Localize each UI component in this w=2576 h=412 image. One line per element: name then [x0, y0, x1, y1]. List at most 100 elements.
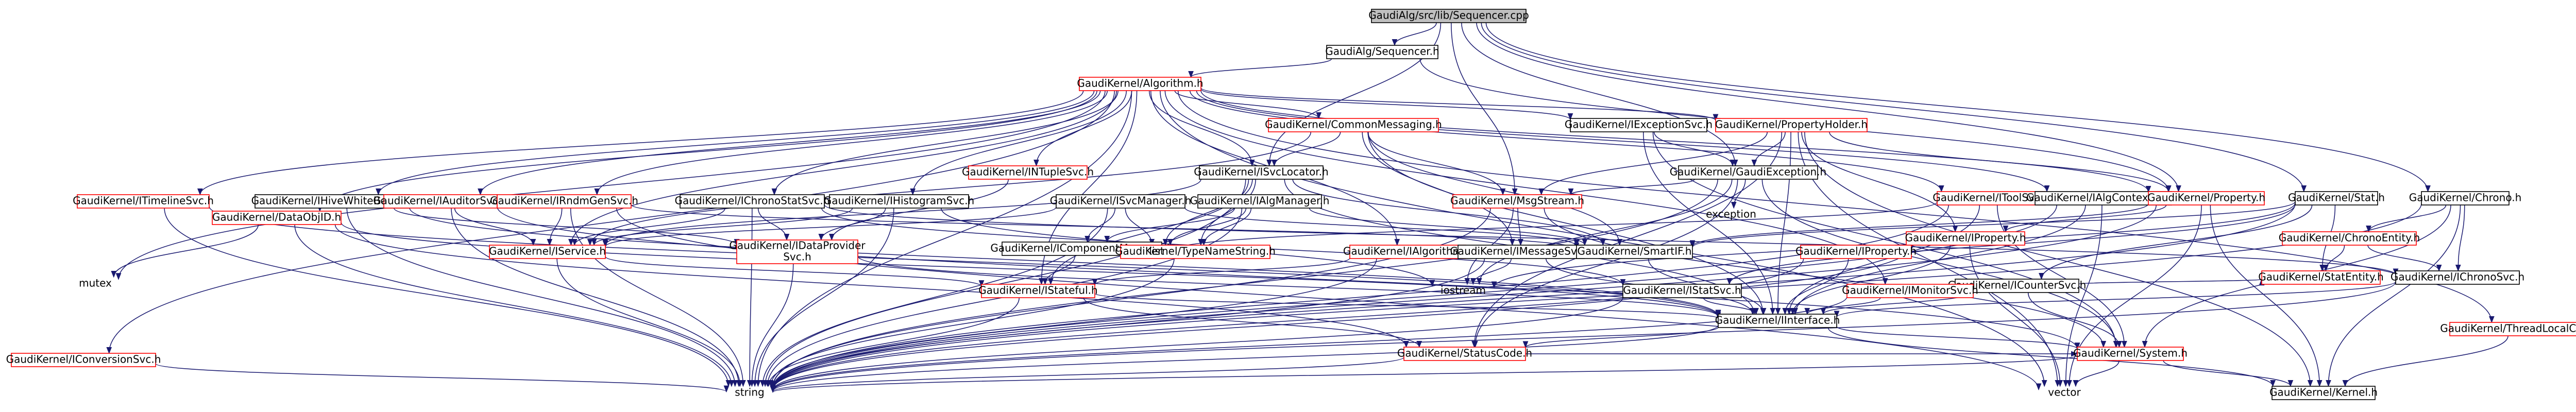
node-iostream: iostream	[1440, 284, 1486, 297]
node-iproperty[interactable]: GaudiKernel/IProperty.h	[1905, 231, 2026, 246]
node-box-threadlocal	[2449, 322, 2576, 336]
node-idataobj[interactable]: GaudiKernel/DataObjID.h	[212, 211, 342, 225]
node-label-isvcloc: GaudiKernel/ISvcLocator.h	[1194, 166, 1328, 178]
node-imonitor[interactable]: GaudiKernel/IMonitorSvc.h	[1842, 284, 1978, 298]
node-box-imonitor	[1846, 284, 1974, 298]
edge-ialgmgr-to-typenamestr	[1201, 208, 1252, 246]
edge-chronoentity-to-statentity	[2323, 245, 2345, 272]
edge-system-to-string	[770, 355, 2078, 393]
node-imsgsvc[interactable]: GaudiKernel/IMessageSvc.h	[1450, 245, 1592, 259]
edge-istatefull-to-string	[766, 297, 1020, 387]
edge-ialgorithm-to-string	[770, 258, 1377, 389]
node-box-ialgorithm	[1349, 245, 1466, 259]
node-threadlocal[interactable]: GaudiKernel/ThreadLocalContext.h	[2440, 322, 2576, 336]
node-ipropertyi[interactable]: GaudiKernel/IProperty.h	[1795, 245, 1917, 259]
edge-seq-to-gexc	[1461, 22, 1738, 167]
node-chronoentity[interactable]: GaudiKernel/ChronoEntity.h	[2279, 231, 2420, 246]
node-ihisto[interactable]: GaudiKernel/IHistogramSvc.h	[824, 194, 974, 209]
node-iservice[interactable]: GaudiKernel/IService.h	[489, 245, 606, 259]
edge-isvcloc-to-string	[762, 179, 1246, 387]
edge-imsgsvc-to-string	[770, 258, 1485, 390]
edge-chrono-to-chronoentity	[2366, 204, 2447, 233]
node-property[interactable]: GaudiKernel/Property.h	[2147, 191, 2265, 205]
edge-cmsg-to-iservice	[587, 131, 1312, 246]
node-label-propholder: GaudiKernel/PropertyHolder.h	[1715, 118, 1868, 131]
node-statuscode[interactable]: GaudiKernel/StatusCode.h	[1397, 347, 1532, 361]
edge-ihiveboard-to-idataprov	[393, 208, 740, 246]
node-algorithm[interactable]: GaudiKernel/Algorithm.h	[1077, 77, 1204, 91]
node-label-seq: GaudiAlg/src/lib/Sequencer.cpp	[1368, 9, 1529, 22]
node-label-ipropertyi: GaudiKernel/IProperty.h	[1795, 245, 1917, 258]
node-stat[interactable]: GaudiKernel/Stat.h	[2288, 191, 2385, 205]
edge-gexc-to-exception	[1731, 179, 1746, 209]
node-itupleSvc[interactable]: GaudiKernel/INTupleSvc.h	[962, 165, 1094, 180]
edge-ichronosvc-to-iinterface	[1834, 281, 2396, 318]
node-label-iexcsvc: GaudiKernel/IExceptionSvc.h	[1565, 118, 1713, 131]
node-smartif[interactable]: GaudiKernel/SmartIF.h	[1576, 245, 1693, 259]
node-box-itupleSvc	[968, 165, 1088, 180]
node-label-typenamestr: GaudiKernel/TypeNameString.h	[1115, 245, 1276, 258]
edge-iauditor-to-string	[451, 208, 742, 387]
node-kernel[interactable]: GaudiKernel/Kernel.h	[2269, 386, 2378, 400]
node-itoolsvc[interactable]: GaudiKernel/IToolSvc.h	[1933, 191, 2050, 205]
node-label-iinterface: GaudiKernel/IInterface.h	[1715, 314, 1840, 327]
node-isvcloc[interactable]: GaudiKernel/ISvcLocator.h	[1194, 165, 1329, 180]
node-ialgorithm[interactable]: GaudiKernel/IAlgorithm.h	[1343, 245, 1472, 259]
edge-idataobj-to-string	[294, 224, 735, 387]
node-ichronostat[interactable]: GaudiKernel/IChronoStatSvc.h	[675, 194, 830, 209]
node-label-chronoentity: GaudiKernel/ChronoEntity.h	[2279, 232, 2420, 244]
node-ialgmgr[interactable]: GaudiKernel/IAlgManager.h	[1190, 194, 1330, 209]
node-statentity[interactable]: GaudiKernel/StatEntity.h	[2258, 270, 2384, 285]
node-msgstream[interactable]: GaudiKernel/MsgStream.h	[1450, 194, 1584, 209]
edge-msgstream-to-system	[1544, 208, 2107, 348]
node-box-imsgsvc	[1458, 245, 1585, 259]
edge-cmsg-to-msgstream	[1367, 131, 1506, 196]
node-box-stat	[2295, 191, 2378, 205]
node-ichronosvc[interactable]: GaudiKernel/IChronoSvc.h	[2391, 270, 2524, 285]
node-label-algorithm: GaudiKernel/Algorithm.h	[1077, 77, 1203, 90]
node-iinterface[interactable]: GaudiKernel/IInterface.h	[1715, 314, 1840, 328]
node-box-icounter	[1955, 279, 2079, 293]
edge-iinterface-to-kernel	[1827, 327, 2276, 387]
edge-algorithm-to-iconversion	[106, 90, 1115, 354]
edge-ihisto-to-idataprov	[818, 208, 886, 241]
node-istatefull[interactable]: GaudiKernel/IStateful.h	[978, 284, 1098, 298]
node-chrono[interactable]: GaudiKernel/Chrono.h	[2409, 191, 2522, 205]
node-system[interactable]: GaudiKernel/System.h	[2073, 347, 2188, 361]
edge-algorithm-to-itupleSvc	[1033, 90, 1132, 167]
edge-typenamestr-to-string	[768, 258, 1175, 387]
node-irndm[interactable]: GaudiKernel/IRndmGenSvc.h	[490, 194, 638, 209]
edge-itoolsvc-to-string	[770, 204, 1949, 390]
node-istatsvc[interactable]: GaudiKernel/IStatSvc.h	[1622, 284, 1742, 298]
dependency-nodes: GaudiAlg/src/lib/Sequencer.cppGaudiAlg/S…	[6, 9, 2576, 400]
node-iconversion[interactable]: GaudiKernel/IConversionSvc.h	[6, 353, 161, 367]
node-iauditor[interactable]: GaudiKernel/IAuditorSvc.h	[373, 194, 508, 209]
edge-property-to-string	[770, 204, 2157, 391]
node-label-imonitor: GaudiKernel/IMonitorSvc.h	[1842, 284, 1978, 297]
edge-iproperty-to-iinterface	[1790, 245, 1951, 315]
node-typenamestr[interactable]: GaudiKernel/TypeNameString.h	[1115, 245, 1276, 259]
edge-seq-to-stat	[1481, 22, 2307, 193]
edge-ialgmgr-to-list	[1167, 208, 1247, 246]
node-box-statentity	[2261, 270, 2381, 285]
node-label-threadlocal: GaudiKernel/ThreadLocalContext.h	[2440, 322, 2576, 335]
edge-msgstream-to-string	[770, 208, 1491, 388]
node-alg_seq[interactable]: GaudiAlg/Sequencer.h	[1325, 45, 1439, 59]
node-box-ichronostat	[680, 194, 825, 209]
node-propholder[interactable]: GaudiKernel/PropertyHolder.h	[1715, 118, 1868, 132]
node-label-iostream: iostream	[1440, 284, 1486, 297]
node-box-cmsg	[1268, 118, 1439, 132]
node-box-algorithm	[1079, 77, 1201, 91]
node-cmsg[interactable]: GaudiKernel/CommonMessaging.h	[1265, 118, 1442, 132]
edge-statuscode-to-string	[770, 356, 1404, 392]
node-itimeline[interactable]: GaudiKernel/ITimelineSvc.h	[73, 194, 214, 209]
edge-algorithm-to-propholder	[1200, 87, 1719, 122]
node-isvcmgr[interactable]: GaudiKernel/ISvcManager.h	[1050, 194, 1192, 209]
node-box-itimeline	[77, 194, 210, 209]
node-gexc[interactable]: GaudiKernel/GaudiException.h	[1670, 165, 1826, 180]
edge-irndm-to-string	[570, 208, 746, 387]
edge-ialgmgr-to-smartif	[1309, 208, 1588, 246]
node-iexcsvc[interactable]: GaudiKernel/IExceptionSvc.h	[1565, 118, 1713, 132]
